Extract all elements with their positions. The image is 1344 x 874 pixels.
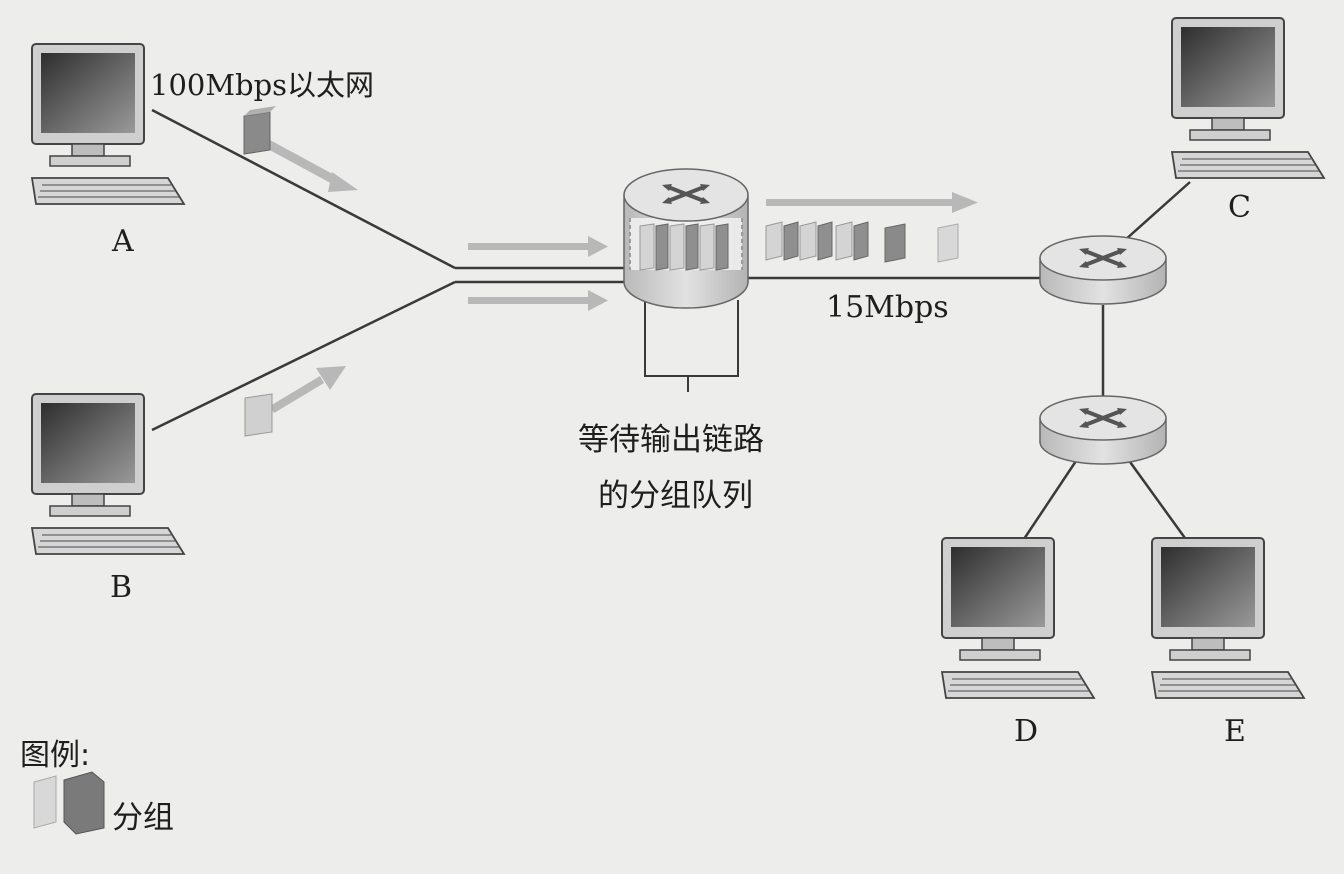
arrow-in-lower [468,290,608,311]
computer-d-icon [941,537,1095,699]
router-right-upper [1039,235,1167,305]
computer-b-icon [31,393,185,555]
link-speed-label: 15Mbps [826,290,949,325]
host-label-c: C [1228,190,1251,225]
arrow-a [266,140,358,192]
host-label-e: E [1224,714,1246,749]
host-label-a: A [112,224,134,259]
host-label-b: B [110,570,133,605]
network-links [151,108,1192,546]
link-a [151,108,456,270]
link-c [1124,181,1191,241]
legend-title: 图例: [20,738,91,773]
packet-b [244,393,273,437]
queue-bracket [644,300,739,392]
packets-in-transit [765,221,959,263]
link-e [1123,454,1192,546]
legend-packet-label: 分组 [112,800,174,836]
legend-packet-icon [33,771,105,835]
queue-label-line2: 的分组队列 [598,478,753,514]
packet-a [243,106,276,155]
host-label-d: D [1014,714,1039,749]
router-central [623,168,749,309]
queued-packets [639,223,729,271]
link-d [1018,454,1082,546]
computer-c-icon [1171,17,1325,179]
link-b [151,280,456,432]
arrow-in-upper [468,236,608,257]
arrow-out [766,192,978,213]
flow-arrows [266,140,978,413]
queue-label-line1: 等待输出链路 [578,422,764,458]
computer-e-icon [1151,537,1305,699]
arrow-b [270,366,346,413]
router-right-lower [1039,395,1167,465]
ethernet-label: 100Mbps以太网 [150,68,375,102]
